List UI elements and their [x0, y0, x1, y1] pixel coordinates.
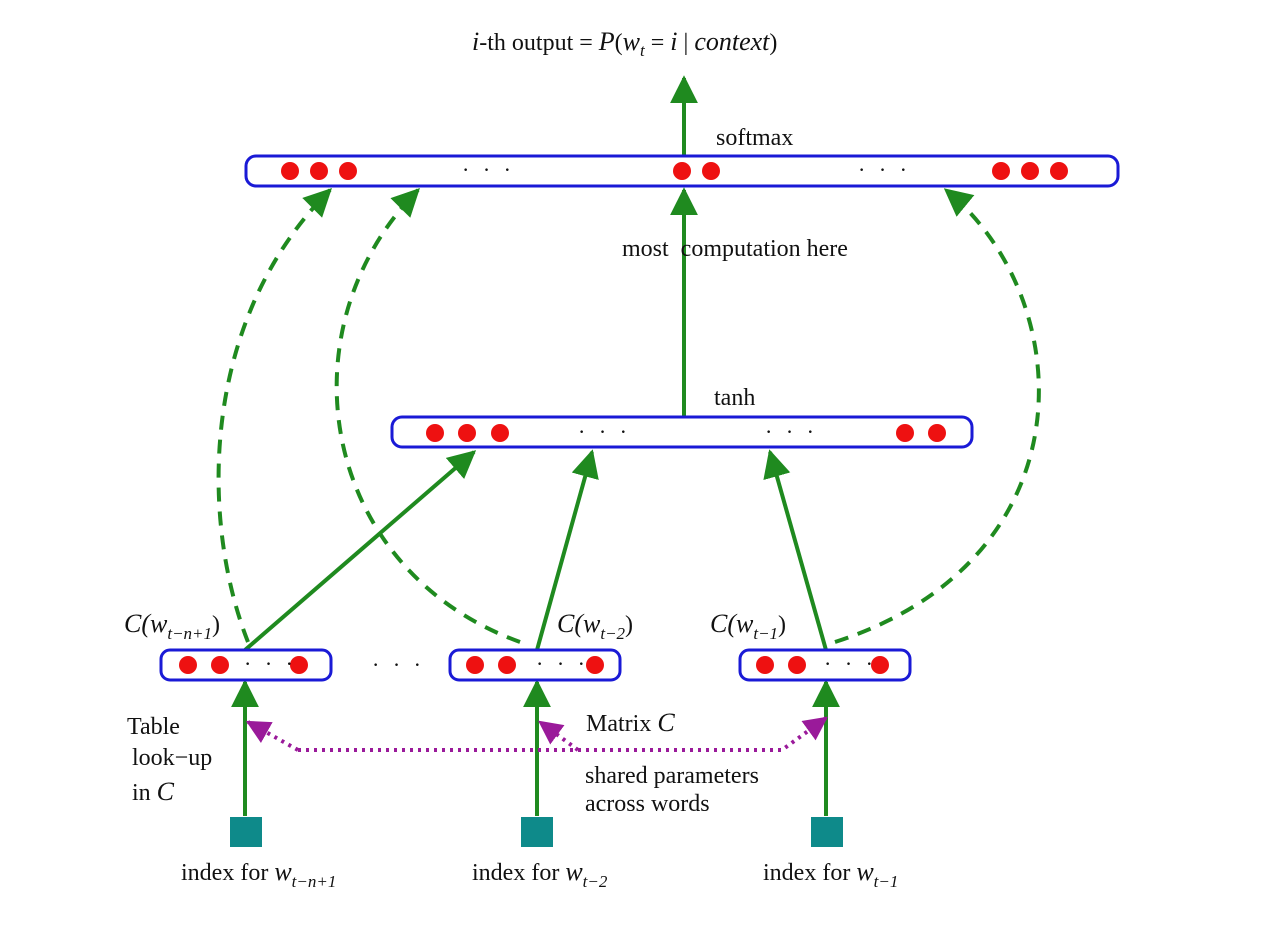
- table-lookup-line-2: look−up: [132, 745, 212, 771]
- embedding-neuron: [871, 656, 889, 674]
- embedding3-to-tanh-arrow: [763, 449, 828, 651]
- solid-connections: [231, 75, 840, 816]
- embedding-neuron: [179, 656, 197, 674]
- embedding-layer-1: · · ·: [159, 648, 333, 682]
- between-embeddings-ellipsis: · · ·: [372, 652, 425, 677]
- tanh-layer: · · · · · ·: [390, 415, 974, 449]
- direct-connection-1: [216, 188, 332, 643]
- tanh-neuron: [426, 424, 444, 442]
- tanh-ellipsis-2: · · ·: [765, 419, 818, 444]
- softmax-label: softmax: [716, 125, 793, 151]
- input-label-1: index for wt−n+1: [181, 857, 336, 891]
- input-label-3: index for wt−1: [763, 857, 898, 891]
- input-index-square-1: [230, 817, 262, 847]
- shared-parameters-line-1: shared parameters: [585, 763, 759, 789]
- input-label-2: index for wt−2: [472, 857, 608, 891]
- embedding-ellipsis-2: · · ·: [536, 651, 589, 676]
- tanh-neuron: [491, 424, 509, 442]
- embedding-box-2: [448, 648, 622, 682]
- embedding-ellipsis-3: · · ·: [824, 651, 877, 676]
- embedding-box-3: [738, 648, 912, 682]
- softmax-neuron: [1021, 162, 1039, 180]
- embedding-neuron: [756, 656, 774, 674]
- shared-parameters-path: [245, 716, 828, 752]
- embedding1-to-tanh-arrow: [243, 450, 477, 652]
- softmax-neuron: [992, 162, 1010, 180]
- input-index-square-3: [811, 817, 843, 847]
- softmax-neuron: [310, 162, 328, 180]
- table-lookup-label: Table look−up in C: [127, 714, 212, 806]
- embedding-neuron: [211, 656, 229, 674]
- embedding-layer-3: · · ·: [738, 648, 912, 682]
- embedding-neuron: [788, 656, 806, 674]
- softmax-ellipsis-2: · · ·: [858, 157, 911, 182]
- tanh-label: tanh: [714, 385, 755, 411]
- direct-connection-3: [834, 188, 1041, 644]
- embedding2-to-tanh-arrow: [535, 449, 599, 651]
- shared-path-main: [298, 716, 828, 752]
- tanh-layer-box: [390, 415, 974, 449]
- softmax-neuron: [1050, 162, 1068, 180]
- direct-connections: [216, 188, 1041, 644]
- softmax-neuron: [339, 162, 357, 180]
- table-lookup-line-1: Table: [127, 714, 180, 740]
- shared-path-left: [245, 720, 299, 752]
- tanh-ellipsis-1: · · ·: [578, 419, 631, 444]
- shared-parameters-line-2: across words: [585, 791, 710, 817]
- shared-path-middle: [538, 720, 580, 752]
- input-index-square-2: [521, 817, 553, 847]
- embedding-neuron: [498, 656, 516, 674]
- embedding-neuron: [586, 656, 604, 674]
- softmax-layer: · · · · · ·: [244, 154, 1120, 188]
- embedding-layer-2: · · ·: [448, 648, 622, 682]
- softmax-neuron: [281, 162, 299, 180]
- embedding-box-1: [159, 648, 333, 682]
- embedding-label-1: C(wt−n+1): [124, 609, 220, 643]
- table-lookup-line-3: in C: [132, 777, 175, 806]
- tanh-neuron: [896, 424, 914, 442]
- embedding-label-2: C(wt−2): [557, 609, 633, 643]
- embedding-neuron: [290, 656, 308, 674]
- matrix-c-label: Matrix C: [586, 708, 675, 737]
- softmax-neuron: [702, 162, 720, 180]
- softmax-neuron: [673, 162, 691, 180]
- tanh-neuron: [928, 424, 946, 442]
- direct-connection-2: [334, 188, 521, 644]
- embedding-ellipsis-1: · · ·: [244, 651, 297, 676]
- output-label: i-th output = P(wt = i | context): [472, 27, 777, 60]
- embedding-label-3: C(wt−1): [710, 609, 786, 643]
- tanh-neuron: [458, 424, 476, 442]
- computation-note: most computation here: [622, 236, 848, 262]
- softmax-ellipsis-1: · · ·: [462, 157, 515, 182]
- embedding-neuron: [466, 656, 484, 674]
